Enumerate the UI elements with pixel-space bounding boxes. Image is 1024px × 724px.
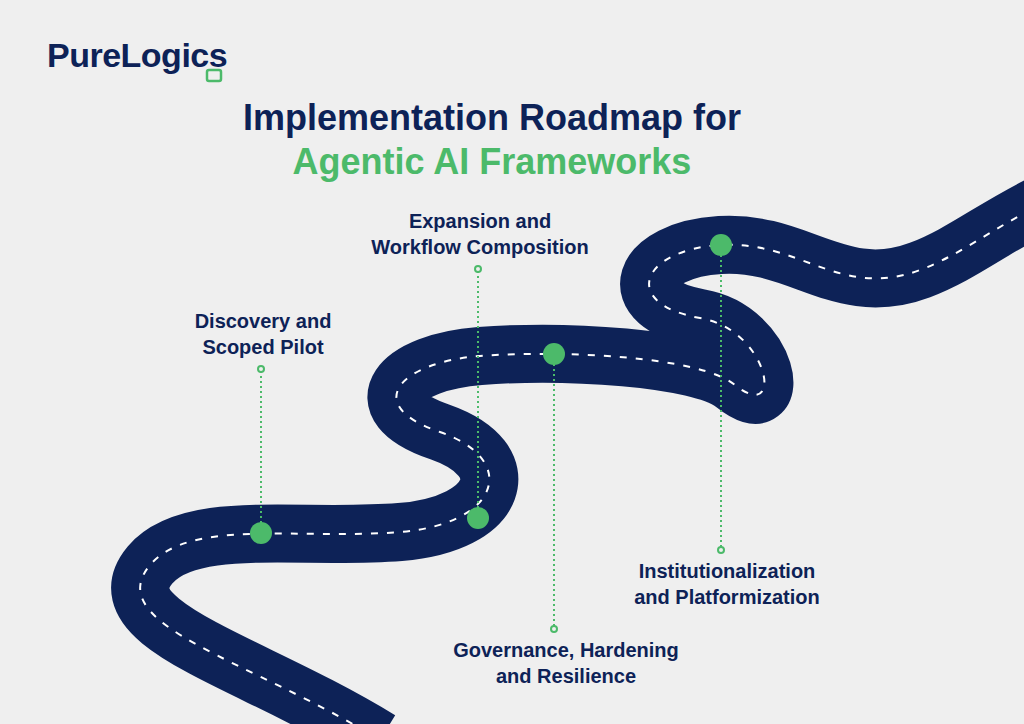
road <box>140 205 1024 724</box>
leader-line <box>477 272 479 518</box>
leader-end <box>475 266 481 272</box>
leader-end <box>551 626 557 632</box>
milestone-dots <box>250 234 732 544</box>
road-centerline <box>140 205 1024 724</box>
leader-line <box>553 354 555 626</box>
leader-line <box>260 372 262 533</box>
milestone-dot <box>710 234 732 256</box>
title-heading: Implementation Roadmap for Agentic AI Fr… <box>187 96 797 184</box>
milestone-label: Institutionalization and Platformization <box>587 558 867 610</box>
leader-end <box>718 547 724 553</box>
leader-line <box>720 245 722 547</box>
milestone-dot <box>467 507 489 529</box>
milestone-label: Discovery and Scoped Pilot <box>148 308 378 360</box>
milestone-label: Governance, Hardening and Resilience <box>416 637 716 689</box>
leader-end <box>258 366 264 372</box>
brand-logo: PureLogics <box>47 36 257 75</box>
milestone-dot <box>543 343 565 365</box>
milestone-dot <box>250 522 272 544</box>
milestone-label: Expansion and Workflow Composition <box>330 208 630 260</box>
